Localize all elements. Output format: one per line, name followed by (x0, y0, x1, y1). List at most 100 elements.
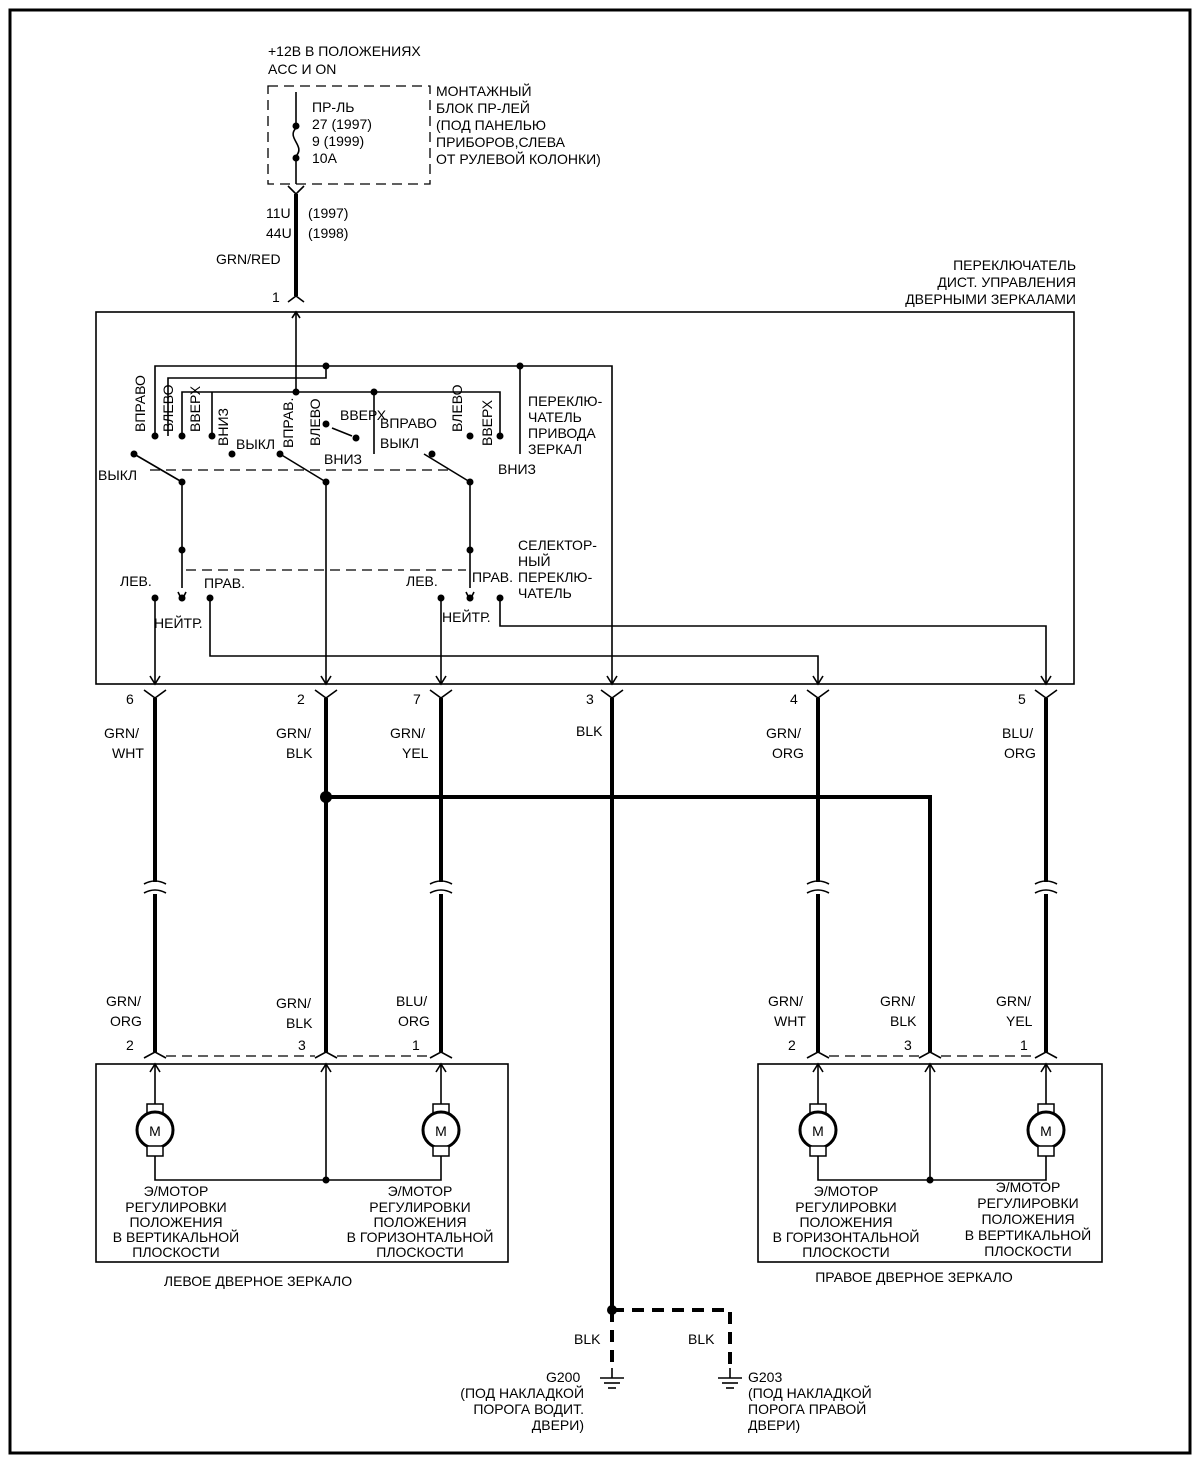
wire4-color-b: ORG (772, 745, 804, 761)
fuse-block-line5: ОТ РУЛЕВОЙ КОЛОНКИ) (436, 150, 601, 167)
label-down-2: ВНИЗ (324, 451, 362, 467)
g203-name: G203 (748, 1369, 782, 1385)
switch-assembly-line1: ПЕРЕКЛЮЧАТЕЛЬ (953, 257, 1076, 273)
fuse-block-line4: ПРИБОРОВ,СЛЕВА (436, 134, 566, 150)
lm-wire3-color-b: BLK (286, 1015, 313, 1031)
rm-wire1-color-a: GRN/ (996, 993, 1031, 1009)
left-horizontal-motor-label: Э/МОТОР РЕГУЛИРОВКИ ПОЛОЖЕНИЯ В ГОРИЗОНТ… (347, 1183, 494, 1260)
label-up-3: ВВЕРХ (479, 399, 495, 446)
lm-pin1: 1 (412, 1037, 420, 1053)
lm-v-line1: Э/МОТОР (144, 1183, 209, 1199)
rm-v-line3: ПОЛОЖЕНИЯ (981, 1211, 1074, 1227)
rm-wire1-color-b: YEL (1006, 1013, 1033, 1029)
label-off-3: ВЫКЛ (380, 435, 419, 451)
output-connectors: 6 2 7 3 4 5 (126, 689, 1058, 707)
right-vertical-motor-label: Э/МОТОР РЕГУЛИРОВКИ ПОЛОЖЕНИЯ В ВЕРТИКАЛ… (965, 1179, 1091, 1259)
label-down-3: ВНИЗ (498, 461, 536, 477)
lm-v-line2: РЕГУЛИРОВКИ (125, 1199, 226, 1215)
rm-pin2: 2 (788, 1037, 796, 1053)
bus-right (154, 365, 613, 684)
g200-line4: ДВЕРИ) (532, 1417, 584, 1433)
lm-v-line4: В ВЕРТИКАЛЬНОЙ (113, 1228, 239, 1245)
drive-switch-line2: ЧАТЕЛЬ (528, 409, 582, 425)
wire4-color-a: GRN/ (766, 725, 801, 741)
pin-3: 3 (586, 691, 594, 707)
wire3-color-a: BLK (576, 723, 603, 739)
label-up-1: ВВЕРХ (187, 385, 203, 432)
right-horizontal-motor: M (798, 1103, 838, 1157)
label-lev-2: ЛЕВ. (406, 573, 438, 589)
fuse-connector (287, 185, 305, 196)
label-left-2: ВЛЕВО (307, 398, 323, 446)
ground-g200: G200 (ПОД НАКЛАДКОЙ ПОРОГА ВОДИТ. ДВЕРИ) (460, 1368, 624, 1433)
rm-v-line2: РЕГУЛИРОВКИ (977, 1195, 1078, 1211)
lm-h-line1: Э/МОТОР (388, 1183, 453, 1199)
g200-name: G200 (546, 1369, 580, 1385)
lm-motor-v-symbol: M (149, 1123, 161, 1139)
rm-pin1: 1 (1020, 1037, 1028, 1053)
left-vertical-motor-label: Э/МОТОР РЕГУЛИРОВКИ ПОЛОЖЕНИЯ В ВЕРТИКАЛ… (113, 1183, 239, 1260)
drive-switch-line3: ПРИВОДА (528, 425, 596, 441)
g200-line3: ПОРОГА ВОДИТ. (473, 1401, 584, 1417)
wire-pin2-splice (326, 795, 932, 1052)
power-label-line1: +12B В ПОЛОЖЕНИЯХ (268, 43, 421, 59)
fuse-block-label: МОНТАЖНЫЙ БЛОК ПР-ЛЕЙ (ПОД ПАНЕЛЬЮ ПРИБО… (436, 82, 601, 167)
right-horizontal-motor-label: Э/МОТОР РЕГУЛИРОВКИ ПОЛОЖЕНИЯ В ГОРИЗОНТ… (773, 1183, 920, 1260)
fuse-block-line1: МОНТАЖНЫЙ (436, 82, 532, 99)
left-horizontal-motor: M (421, 1103, 461, 1157)
fuse-line2: 27 (1997) (312, 116, 372, 132)
g203-line3: ПОРОГА ПРАВОЙ (748, 1400, 866, 1417)
drive-switch-label: ПЕРЕКЛЮ- ЧАТЕЛЬ ПРИВОДА ЗЕРКАЛ (528, 393, 603, 457)
wire6-color-b: WHT (112, 745, 144, 761)
wire2-color-a: GRN/ (276, 725, 311, 741)
rm-motor-h-symbol: M (812, 1123, 824, 1139)
selector-line3: ПЕРЕКЛЮ- (518, 569, 593, 585)
rm-motor-v-symbol: M (1040, 1123, 1052, 1139)
lm-wire1-color-a: BLU/ (396, 993, 427, 1009)
lm-pin3: 3 (298, 1037, 306, 1053)
fuse-line3: 9 (1999) (312, 133, 364, 149)
wire6-color-a: GRN/ (104, 725, 139, 741)
fuse-block-line3: (ПОД ПАНЕЛЬЮ (436, 117, 546, 133)
rm-wire3-color-a: GRN/ (880, 993, 915, 1009)
g200-line2: (ПОД НАКЛАДКОЙ (460, 1384, 584, 1401)
ground-g203: G203 (ПОД НАКЛАДКОЙ ПОРОГА ПРАВОЙ ДВЕРИ) (718, 1368, 872, 1433)
g203-line4: ДВЕРИ) (748, 1417, 800, 1433)
selector-switch-label: СЕЛЕКТОР- НЫЙ ПЕРЕКЛЮ- ЧАТЕЛЬ (518, 537, 597, 601)
feed-pin: 1 (272, 289, 280, 305)
lm-h-line2: РЕГУЛИРОВКИ (369, 1199, 470, 1215)
selector-line4: ЧАТЕЛЬ (518, 585, 572, 601)
fuse-block-outline (267, 85, 431, 185)
rm-v-line5: ПЛОСКОСТИ (984, 1243, 1071, 1259)
left-mirror-box (95, 1063, 509, 1263)
fuse: ПР-ЛЬ 27 (1997) 9 (1999) 10A (292, 92, 372, 184)
lm-h-line5: ПЛОСКОСТИ (376, 1244, 463, 1260)
label-neutral-1: НЕЙТР. (154, 614, 203, 631)
switch-assembly-label: ПЕРЕКЛЮЧАТЕЛЬ ДИСТ. УПРАВЛЕНИЯ ДВЕРНЫМИ … (905, 257, 1076, 307)
label-prav-2: ПРАВ. (472, 569, 513, 585)
label-right-3: ВПРАВО (380, 415, 437, 431)
left-vertical-motor: M (135, 1103, 175, 1157)
switch-assembly-line3: ДВЕРНЫМИ ЗЕРКАЛАМИ (905, 291, 1076, 307)
label-neutral-2: НЕЙТР. (442, 608, 491, 625)
inline-connectors (143, 880, 1058, 894)
pin-6: 6 (126, 691, 134, 707)
rm-h-line2: РЕГУЛИРОВКИ (795, 1199, 896, 1215)
drive-switch-line1: ПЕРЕКЛЮ- (528, 393, 603, 409)
label-right-1: ВПРАВО (132, 375, 148, 432)
label-down-1: ВНИЗ (215, 408, 231, 446)
rm-h-line1: Э/МОТОР (814, 1183, 879, 1199)
label-up-2: ВВЕРХ (340, 407, 387, 423)
label-off-2: ВЫКЛ (236, 436, 275, 452)
rm-h-line5: ПЛОСКОСТИ (802, 1244, 889, 1260)
rm-v-line1: Э/МОТОР (996, 1179, 1061, 1195)
switch-assembly-box (95, 311, 1075, 685)
feed-wire-labels: 11U (1997) 44U (1998) GRN/RED 1 (216, 205, 348, 305)
diagram-frame (8, 8, 1192, 1455)
power-label-line2: ACC И ON (268, 61, 336, 77)
rm-v-line4: В ВЕРТИКАЛЬНОЙ (965, 1226, 1091, 1243)
fuse-rating: 10A (312, 150, 338, 166)
rm-h-line3: ПОЛОЖЕНИЯ (799, 1214, 892, 1230)
feed-year1: (1997) (308, 205, 348, 221)
